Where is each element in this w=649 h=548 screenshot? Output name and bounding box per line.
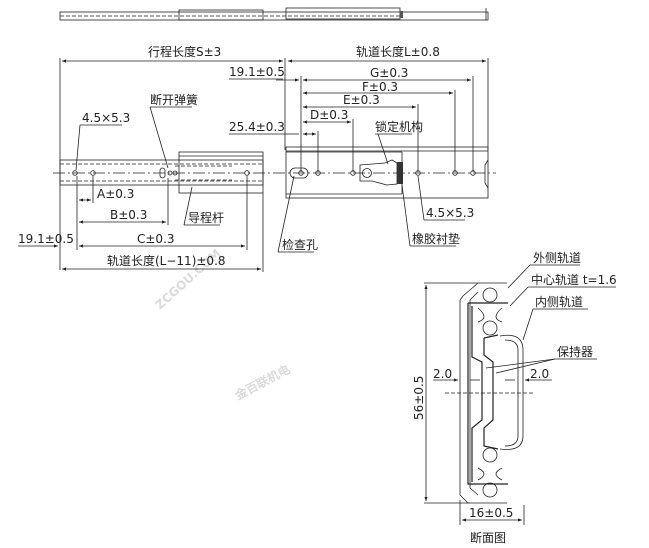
dim-25-4: 25.4±0.3 bbox=[229, 120, 285, 134]
inner-rail-label: 内侧轨道 bbox=[535, 295, 583, 309]
dim-d: D±0.3 bbox=[310, 108, 348, 122]
side-view-rails bbox=[53, 146, 496, 199]
inner-rail-length: 轨道长度(L−11)±0.8 bbox=[107, 253, 226, 268]
disconnect-spring-label: 断开弹簧 bbox=[150, 92, 198, 107]
mounting-holes bbox=[72, 167, 476, 179]
cross-section-labels: 外侧轨道 中心轨道 t=1.6 内侧轨道 保持器 2.0 2.0 56±0.5 … bbox=[412, 251, 617, 545]
dim-f: F±0.3 bbox=[362, 80, 398, 94]
gap-left-label: 2.0 bbox=[433, 367, 452, 381]
watermark-company: 金百联机电 bbox=[231, 361, 292, 403]
dim-19-1-left: 19.1±0.5 bbox=[18, 232, 74, 246]
gap-right-label: 2.0 bbox=[530, 367, 549, 381]
dim-b: B±0.3 bbox=[110, 208, 147, 222]
hole-left-label: 4.5×5.3 bbox=[82, 111, 130, 125]
bottom-dimensions: A±0.3 B±0.3 C±0.3 19.1±0.5 轨道长度(L−11)±0.… bbox=[18, 175, 474, 272]
dim-e: E±0.3 bbox=[343, 93, 380, 107]
rail-length-label: 轨道长度L±0.8 bbox=[356, 44, 440, 59]
inspection-hole bbox=[289, 167, 309, 179]
height-label: 56±0.5 bbox=[412, 376, 426, 420]
rubber-pad-label: 橡胶衬垫 bbox=[412, 231, 460, 246]
rubber-pad bbox=[397, 162, 403, 184]
inspection-hole-label: 检查孔 bbox=[282, 237, 318, 252]
lock-mechanism bbox=[359, 159, 398, 186]
stroke-length-label: 行程长度S±3 bbox=[148, 44, 221, 59]
top-dimensions: 行程长度S±3 轨道长度L±0.8 19.1±0.5 G±0.3 F±0.3 E… bbox=[59, 44, 489, 270]
guide-rod-label: 导程杆 bbox=[188, 210, 224, 225]
dim-a: A±0.3 bbox=[97, 187, 134, 201]
center-rail-label: 中心轨道 t=1.6 bbox=[531, 272, 617, 287]
watermark: ZCGOU.COM 金百联机电 bbox=[153, 246, 293, 403]
dim-c: C±0.3 bbox=[137, 232, 175, 246]
retainer-label: 保持器 bbox=[557, 344, 593, 359]
cross-section bbox=[445, 282, 535, 504]
dim-g: G±0.3 bbox=[370, 66, 408, 80]
lock-mechanism-label: 锁定机构 bbox=[375, 119, 423, 134]
section-caption: 断面图 bbox=[470, 530, 506, 545]
width-label: 16±0.5 bbox=[469, 506, 513, 520]
top-view bbox=[59, 7, 489, 21]
outer-rail-label: 外侧轨道 bbox=[533, 251, 581, 265]
dim-19-1-top: 19.1±0.5 bbox=[229, 65, 285, 79]
hole-right-label: 4.5×5.3 bbox=[426, 206, 474, 220]
